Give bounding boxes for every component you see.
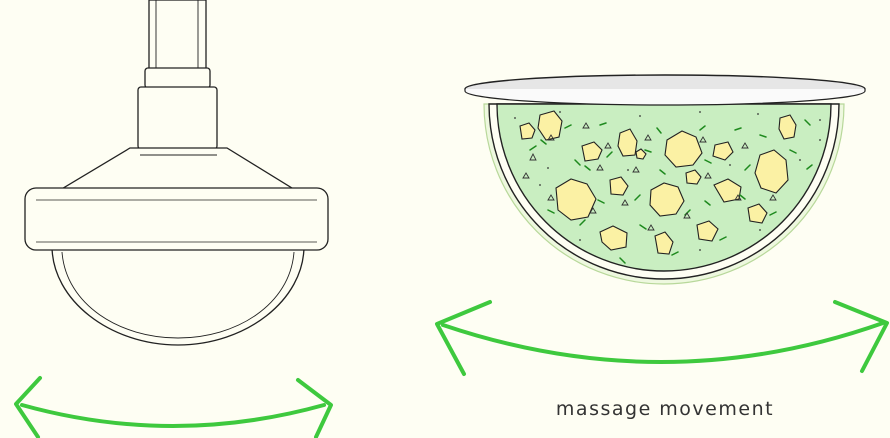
- grain-dots: [514, 111, 821, 251]
- grain-specks: [522, 122, 777, 231]
- pestle-collar: [144, 67, 211, 89]
- rocking-arrow-left: [14, 376, 333, 438]
- pestle-head: [51, 245, 305, 346]
- pestle-illustration: [24, 0, 329, 346]
- caption-massage-movement: massage movement: [555, 398, 775, 420]
- grain-particles: [529, 119, 813, 264]
- massage-arrow-right: [435, 300, 889, 376]
- pestle-shaft: [148, 0, 207, 81]
- grain-chunks: [519, 110, 797, 255]
- paste-contents: [514, 110, 821, 264]
- pestle-sleeve: [137, 86, 218, 150]
- mortar-bowl: [464, 74, 866, 285]
- pestle-ring: [24, 187, 329, 251]
